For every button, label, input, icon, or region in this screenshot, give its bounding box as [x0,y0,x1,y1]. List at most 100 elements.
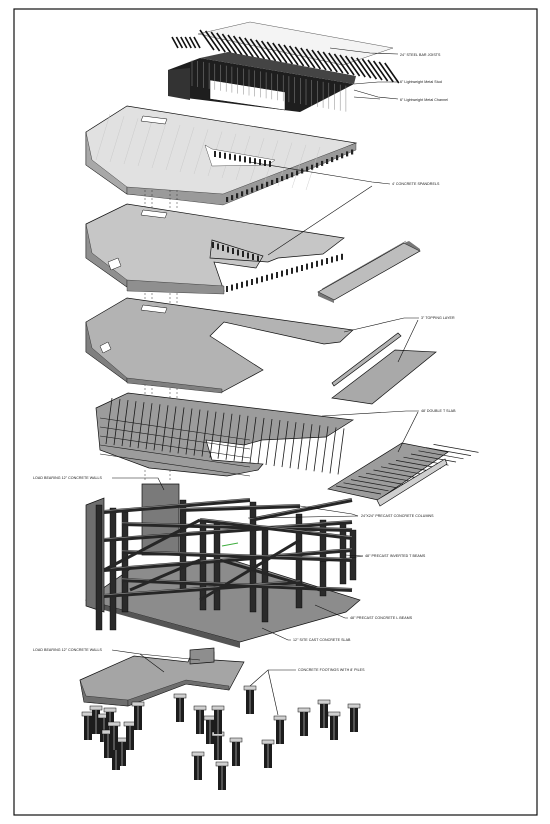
precast-beam [103,520,353,542]
footing-cap [89,705,103,711]
precast-brace [219,558,321,592]
spandrel-stem [224,152,226,159]
steel-bar-joists-layer [171,21,400,84]
steel-joist-stub [193,36,201,49]
spandrel-stem [231,195,234,201]
precast-brace [103,518,201,572]
footing-cap [243,685,257,691]
slab-stem [271,273,273,280]
double-t-rib-cross [99,426,251,450]
steel-joist [255,39,271,61]
double-t-rib [365,472,412,482]
double-t-rib [129,401,137,448]
steel-joist [333,53,350,75]
slab-hatch-line [165,124,181,171]
precast-column [121,511,129,613]
label-lightweight-metal-stud: 6" Lightweight Metal Stud [400,80,442,84]
slab-stem [212,242,214,248]
label-inverted-t-beams: 48" PRECAST INVERTED T BEAMS [365,554,426,558]
footing-cap [193,705,207,711]
steel-joist [328,52,344,74]
slab-stem [257,255,259,262]
beam-highlight [121,550,353,560]
spandrel-stem [326,159,329,164]
double-t-rib [289,422,297,469]
slab-stem [306,263,308,270]
spandrel-stem [336,155,339,161]
spandrel-stem [346,151,349,157]
steel-joist [356,57,372,79]
steel-joist [384,62,400,84]
slab-hatch-line [291,144,307,189]
label-steel-bar-joists: 24" STEEL BAR JOISTS [400,53,441,57]
slab-stem [321,259,323,266]
steel-joist [378,61,394,83]
spandrel-stem [246,189,249,195]
steel-joist-stub [184,36,192,49]
double-t-rib [121,400,129,447]
slab-stem [316,260,318,267]
double-t-rib [185,408,193,455]
double-t-rib [265,418,273,466]
double-t-rib [249,416,257,463]
footing-cap [215,761,229,767]
slab-stem [251,279,253,285]
double-t-rib [380,466,427,476]
footing-cap [297,707,311,713]
steel-joist [277,43,294,65]
slab-stem [232,248,234,254]
steel-joist [316,50,333,72]
slab-stem [242,251,244,257]
slab-stem [331,256,333,263]
double-t-rib [193,409,201,456]
slab-hatch-line [137,120,153,167]
footing-cap [327,711,341,717]
slab-stem [341,253,343,260]
slab-stem [217,243,219,250]
slab-stem [266,274,268,281]
slab-hatch-line [151,122,167,169]
steel-joist [300,47,316,69]
double-t-rib [425,447,472,456]
steel-joist [344,55,361,77]
slab-stem [286,269,288,276]
double-t-rib [161,405,169,452]
spandrel-stem [239,155,241,162]
footing-cap [347,703,361,709]
steel-joist [288,45,305,67]
slab-stem [227,246,229,253]
steel-joist [305,48,322,70]
footings-piles-layer [81,685,361,790]
labels: 24" STEEL BAR JOISTS 6" Lightweight Meta… [33,53,456,672]
steel-joist [367,59,383,81]
steel-joist [210,31,226,53]
spandrel-stem [254,158,256,165]
slab-stem [241,281,243,288]
steel-joist [311,49,327,71]
steel-joist [339,54,355,76]
slab-hatch-line [123,118,139,165]
steel-joist-stub [180,36,188,49]
spandrel-stem [261,183,264,189]
steel-joist-stub [171,36,179,49]
double-t-rib [177,407,185,454]
footing-cap [107,721,121,727]
spandrel-stem [256,185,259,191]
footing-cap [103,707,117,713]
steel-joist [283,44,299,66]
steel-joist [204,30,221,52]
leader-lines [111,47,419,716]
footing-cap [131,701,145,707]
steel-joist [361,58,378,80]
spandrel-stem [316,162,319,168]
spandrel-stem [234,154,236,161]
slab-stem [226,286,228,292]
label-concrete-spandrels: 4' CONCRETE SPANDRELS [392,182,440,186]
steel-joist [244,37,260,59]
spandrel-stem [351,149,354,155]
double-t-rib [145,403,153,450]
double-t-rib [410,453,457,463]
double-t-rib [169,406,177,453]
double-t-rib [313,425,321,472]
precast-column [295,513,303,609]
